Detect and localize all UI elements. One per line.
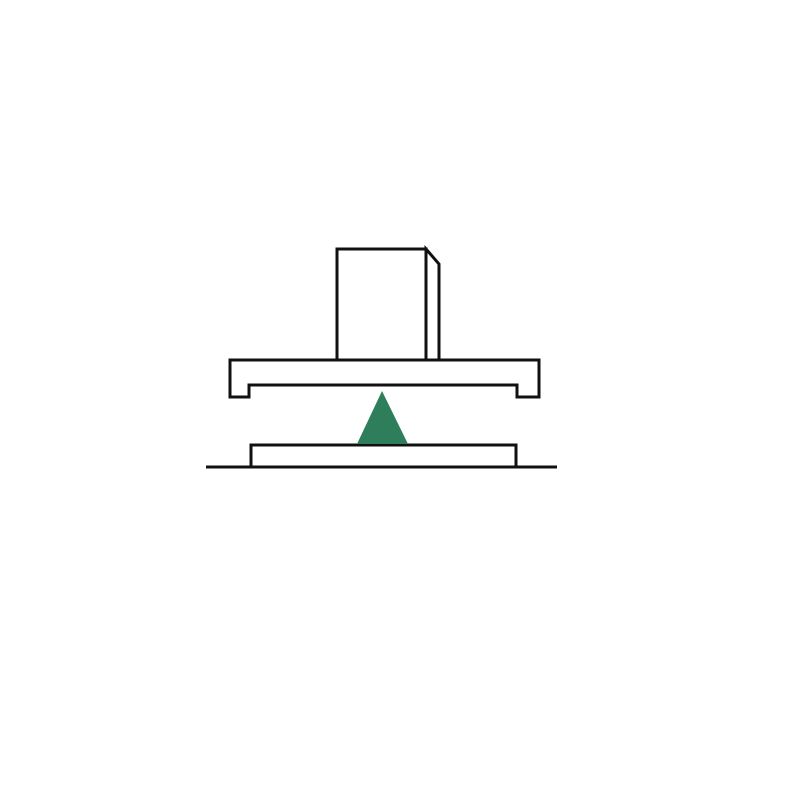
balance-beam	[228, 358, 541, 399]
weight-block-side	[424, 244, 441, 362]
fulcrum-triangle	[357, 391, 408, 444]
base-plate	[249, 443, 518, 469]
weight-block	[335, 247, 428, 362]
